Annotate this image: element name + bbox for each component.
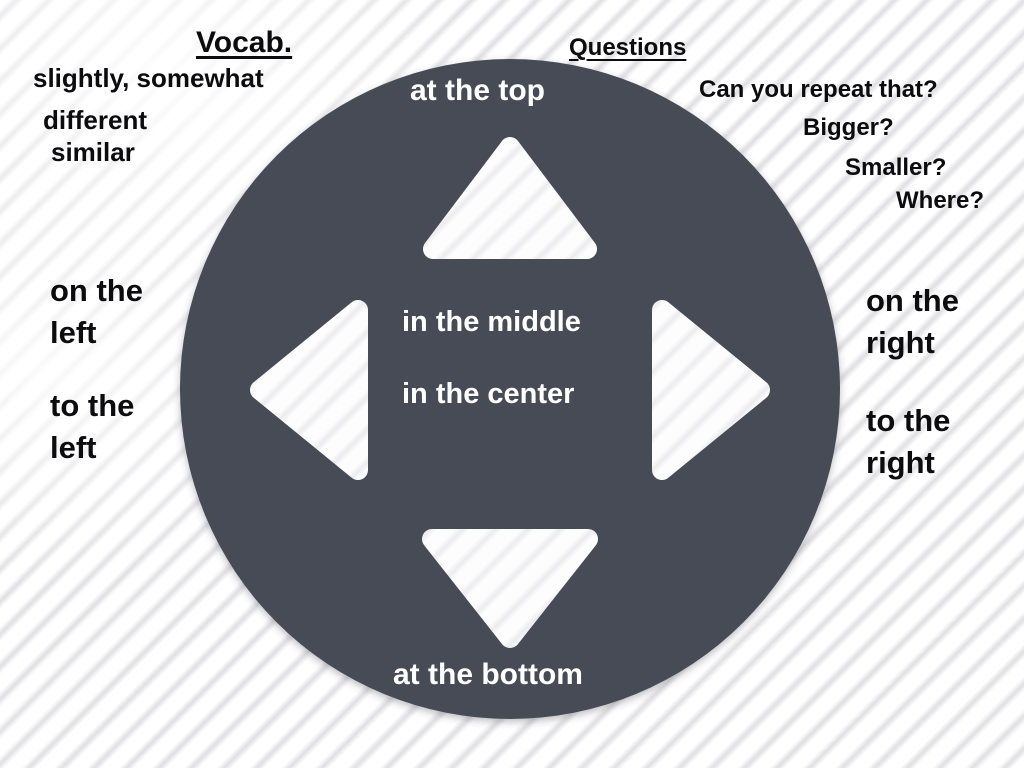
vocab-heading: Vocab. [196, 26, 293, 59]
arrow-up-icon [423, 137, 597, 259]
question-item: Bigger? [803, 114, 894, 141]
label-at-the-top: at the top [410, 74, 545, 107]
vocab-item: slightly, somewhat [33, 63, 264, 93]
label-to-the-right: to the right [866, 403, 951, 480]
label-on-the-left: on the left [50, 273, 143, 350]
question-item: Smaller? [845, 154, 947, 181]
arrow-right-icon [652, 300, 770, 480]
label-at-the-bottom: at the bottom [393, 658, 583, 691]
label-in-the-center: in the center [402, 378, 575, 410]
questions-heading: Questions [569, 34, 687, 61]
vocab-item: similar [51, 137, 135, 167]
question-item: Can you repeat that? [699, 76, 938, 103]
arrow-left-icon [250, 300, 368, 480]
vocab-item: different [43, 105, 147, 135]
question-item: Where? [896, 187, 985, 214]
label-on-the-right: on the right [866, 283, 959, 360]
label-in-the-middle: in the middle [402, 306, 581, 338]
arrow-down-icon [422, 529, 598, 648]
label-to-the-left: to the left [50, 388, 135, 465]
position-circle [180, 59, 840, 719]
